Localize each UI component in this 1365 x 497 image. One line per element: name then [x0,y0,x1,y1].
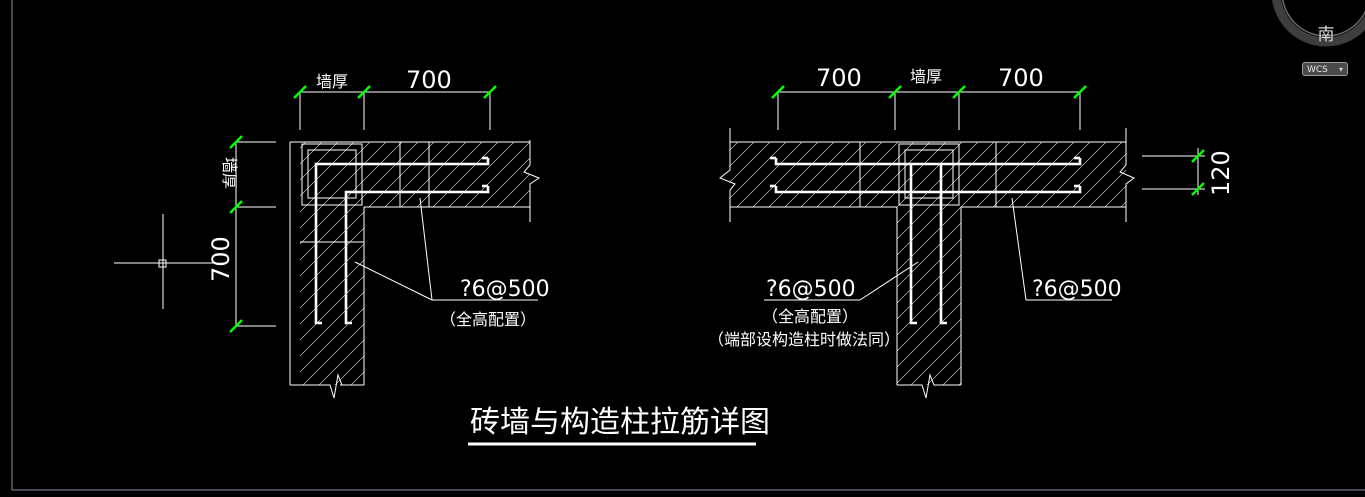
left-corner-detail: 墙厚 700 墙厚 700 ?6@500 （全高配置） [207,66,550,399]
right-column-box [898,143,960,206]
chevron-down-icon: ▾ [1338,65,1343,74]
left-wall-hatch [300,142,530,385]
right-dim-120: 120 [1207,150,1235,196]
left-column-box [301,143,363,206]
wcs-label: WCS [1307,65,1328,75]
right-cell-lines [859,142,997,207]
right-dim-700-right: 700 [998,64,1044,92]
right-rebar-note-2: （端部设构造柱时做法同） [708,330,900,349]
right-dim-top [771,85,1087,130]
compass-south-label[interactable]: 南 [1317,25,1335,45]
right-dim-wall-top: 墙厚 [910,67,942,86]
left-break-mark-bottom [320,373,350,399]
right-break-mark-bottom [912,373,944,399]
left-dim-top [293,85,497,130]
left-dim-700-side: 700 [207,236,235,282]
viewport-border [11,0,1365,491]
left-wall-outline [289,141,530,386]
right-rebar-label-left: ?6@500 [766,277,856,302]
drawing-title-group: 砖墙与构造柱拉筋详图 [468,405,770,446]
right-rebar-label-right: ?6@500 [1032,277,1122,302]
viewcube-ring-icon[interactable] [1262,0,1365,90]
right-dim-700-left: 700 [816,64,862,92]
drawing-title: 砖墙与构造柱拉筋详图 [470,405,770,440]
left-cell-lines [300,142,430,243]
right-break-mark-left [719,128,736,222]
right-break-mark-right [1119,128,1135,222]
left-dim-side [229,135,276,333]
left-dim-wall-side: 墙厚 [220,157,239,189]
right-leader-lines [764,197,1112,301]
left-dim-700-top: 700 [406,66,452,94]
crosshair-cursor-icon [114,214,214,309]
left-rebars [314,156,490,325]
right-t-detail: 700 墙厚 700 120 ?6@500 （全高配置） （端部设构造柱时做法同… [708,64,1235,399]
right-rebar-note-1: （全高配置） [762,307,858,326]
right-rebars [770,156,1082,325]
left-leader-lines [354,197,538,301]
right-wall-hatch [730,142,1126,385]
left-rebar-label: ?6@500 [460,277,550,302]
left-dim-wall-top: 墙厚 [316,72,348,91]
left-break-mark-right [523,140,541,222]
right-wall-outline [730,141,1126,386]
wcs-dropdown-button[interactable]: WCS ▾ [1302,62,1348,76]
left-rebar-note: （全高配置） [440,310,536,329]
right-dim-side [1142,148,1205,196]
